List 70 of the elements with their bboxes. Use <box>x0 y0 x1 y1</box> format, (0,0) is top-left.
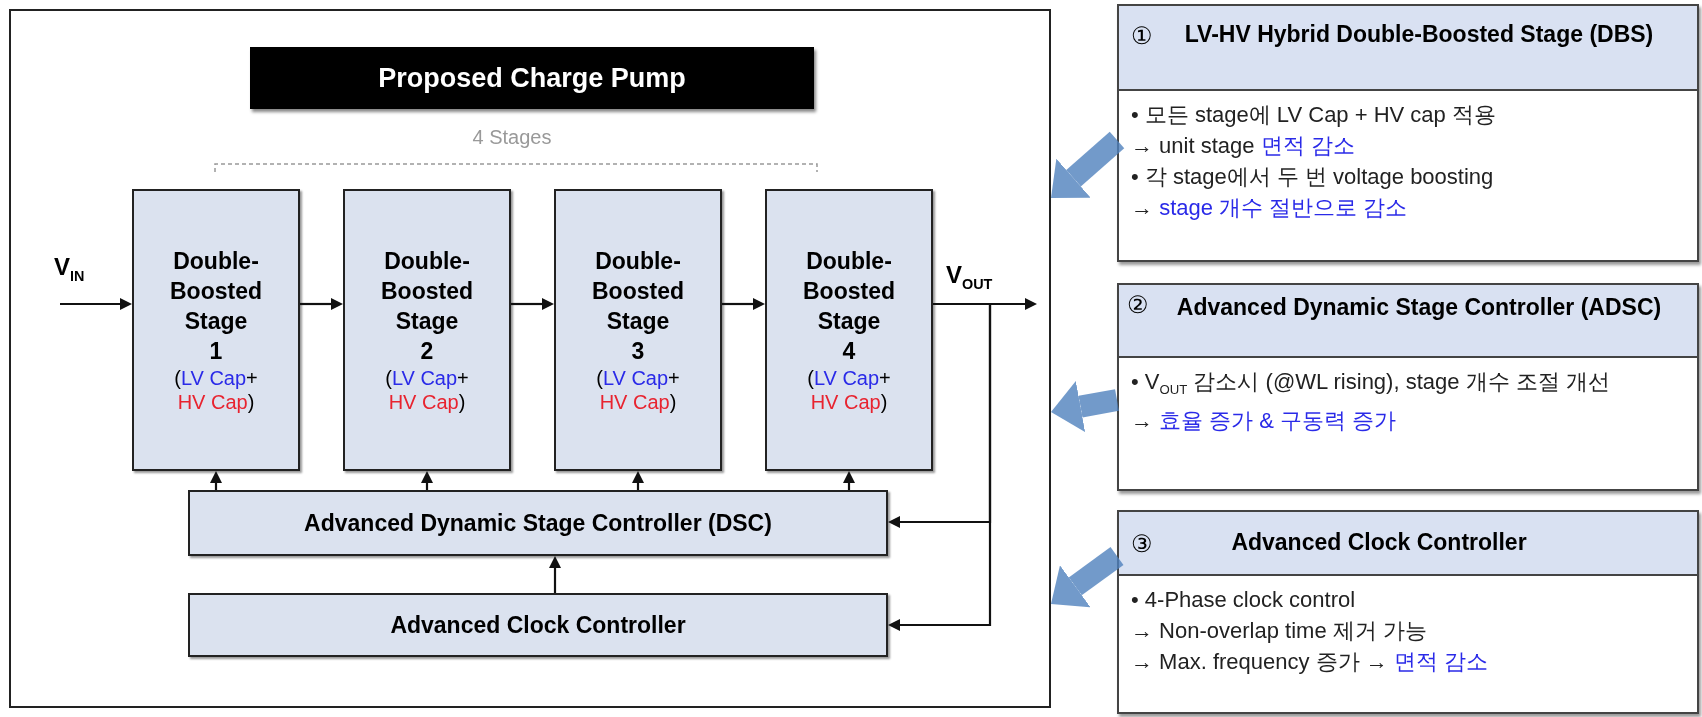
bullet-text: → Non-overlap time 제거 가능 <box>1131 618 1427 643</box>
panel-title: Advanced Clock Controller <box>1230 528 1528 556</box>
stage-box <box>765 189 933 471</box>
description-panel <box>1117 283 1699 491</box>
capacitor-note: + <box>668 367 680 389</box>
highlight-text: 면적 감소 <box>1260 133 1355 158</box>
bullet-text: → <box>1131 195 1153 220</box>
arrow <box>300 298 343 310</box>
controller-box <box>188 593 888 657</box>
capacitor-note: ) <box>458 391 466 413</box>
capacitor-note: LV Cap <box>602 367 669 389</box>
arrow <box>722 298 765 310</box>
stage-box <box>554 189 722 471</box>
capacitor-note: LV Cap <box>391 367 458 389</box>
controller-label: Advanced Dynamic Stage Controller (DSC) <box>304 509 772 537</box>
capacitor-note: ) <box>880 391 888 413</box>
controller-label: Advanced Clock Controller <box>390 611 686 639</box>
capacitor-note: + <box>879 367 891 389</box>
bullet-text: → Max. frequency 증가 → <box>1131 649 1388 674</box>
capacitor-note: ( <box>596 367 603 389</box>
arrow <box>888 302 992 631</box>
capacitor-note: HV Cap <box>388 391 459 413</box>
circled-number: ③ <box>1131 530 1153 558</box>
circled-number: ① <box>1131 22 1153 50</box>
arrow <box>549 556 561 593</box>
stage-count-label: 4 Stages <box>471 126 553 149</box>
capacitor-note: ( <box>385 367 392 389</box>
arrow <box>843 471 855 490</box>
capacitor-note: ( <box>174 367 181 389</box>
bullet-text: • 4-Phase clock control <box>1131 587 1356 612</box>
diagram-frame <box>9 9 1051 708</box>
highlight-text: stage 개수 절반으로 감소 <box>1159 195 1408 220</box>
arrow <box>60 298 132 310</box>
capacitor-note: LV Cap <box>813 367 880 389</box>
capacitor-note: ( <box>807 367 814 389</box>
stage-title: Double-Boosted Stage 3 <box>591 247 685 366</box>
description-panel <box>1117 4 1699 262</box>
controller-box <box>188 490 888 556</box>
arrow <box>632 471 644 490</box>
bullet-text: • 모든 stage에 LV Cap + HV cap 적용 <box>1131 102 1496 127</box>
stage-box <box>132 189 300 471</box>
pointer-arrow <box>1051 131 1125 198</box>
capacitor-note: + <box>457 367 469 389</box>
panel-title: Advanced Dynamic Stage Controller (ADSC) <box>1175 293 1663 321</box>
highlight-text: 면적 감소 <box>1393 649 1488 674</box>
capacitor-note: HV Cap <box>810 391 881 413</box>
capacitor-note: LV Cap <box>180 367 247 389</box>
bullet-text: → unit stage <box>1131 133 1255 158</box>
pointer-arrow <box>1051 381 1119 433</box>
bullet-text: → <box>1131 408 1153 434</box>
title-bar: Proposed Charge Pump <box>250 47 814 109</box>
bullet-text: • 각 stage에서 두 번 voltage boosting <box>1131 164 1494 189</box>
stage-box <box>343 189 511 471</box>
capacitor-note: HV Cap <box>599 391 670 413</box>
stage-title: Double-Boosted Stage 1 <box>169 247 263 366</box>
bullet-text: • V$_{OUT}$ 감소시 (@WL rising), stage 개수 조절 개선 <box>1131 369 1610 394</box>
circled-number: ② <box>1127 291 1149 319</box>
arrow <box>511 298 554 310</box>
capacitor-note: ) <box>669 391 677 413</box>
pointer-arrow <box>1051 547 1124 608</box>
stage-title: Double-Boosted Stage 4 <box>802 247 896 366</box>
capacitor-note: + <box>246 367 258 389</box>
stage-title: Double-Boosted Stage 2 <box>380 247 474 366</box>
highlight-text: 효율 증가 & 구동력 증가 <box>1159 408 1397 434</box>
panel-title: LV-HV Hybrid Double-Boosted Stage (DBS) <box>1183 20 1655 48</box>
arrow <box>421 471 433 490</box>
capacitor-note: HV Cap <box>177 391 248 413</box>
capacitor-note: ) <box>247 391 255 413</box>
arrow <box>210 471 222 490</box>
description-panel <box>1117 510 1699 714</box>
